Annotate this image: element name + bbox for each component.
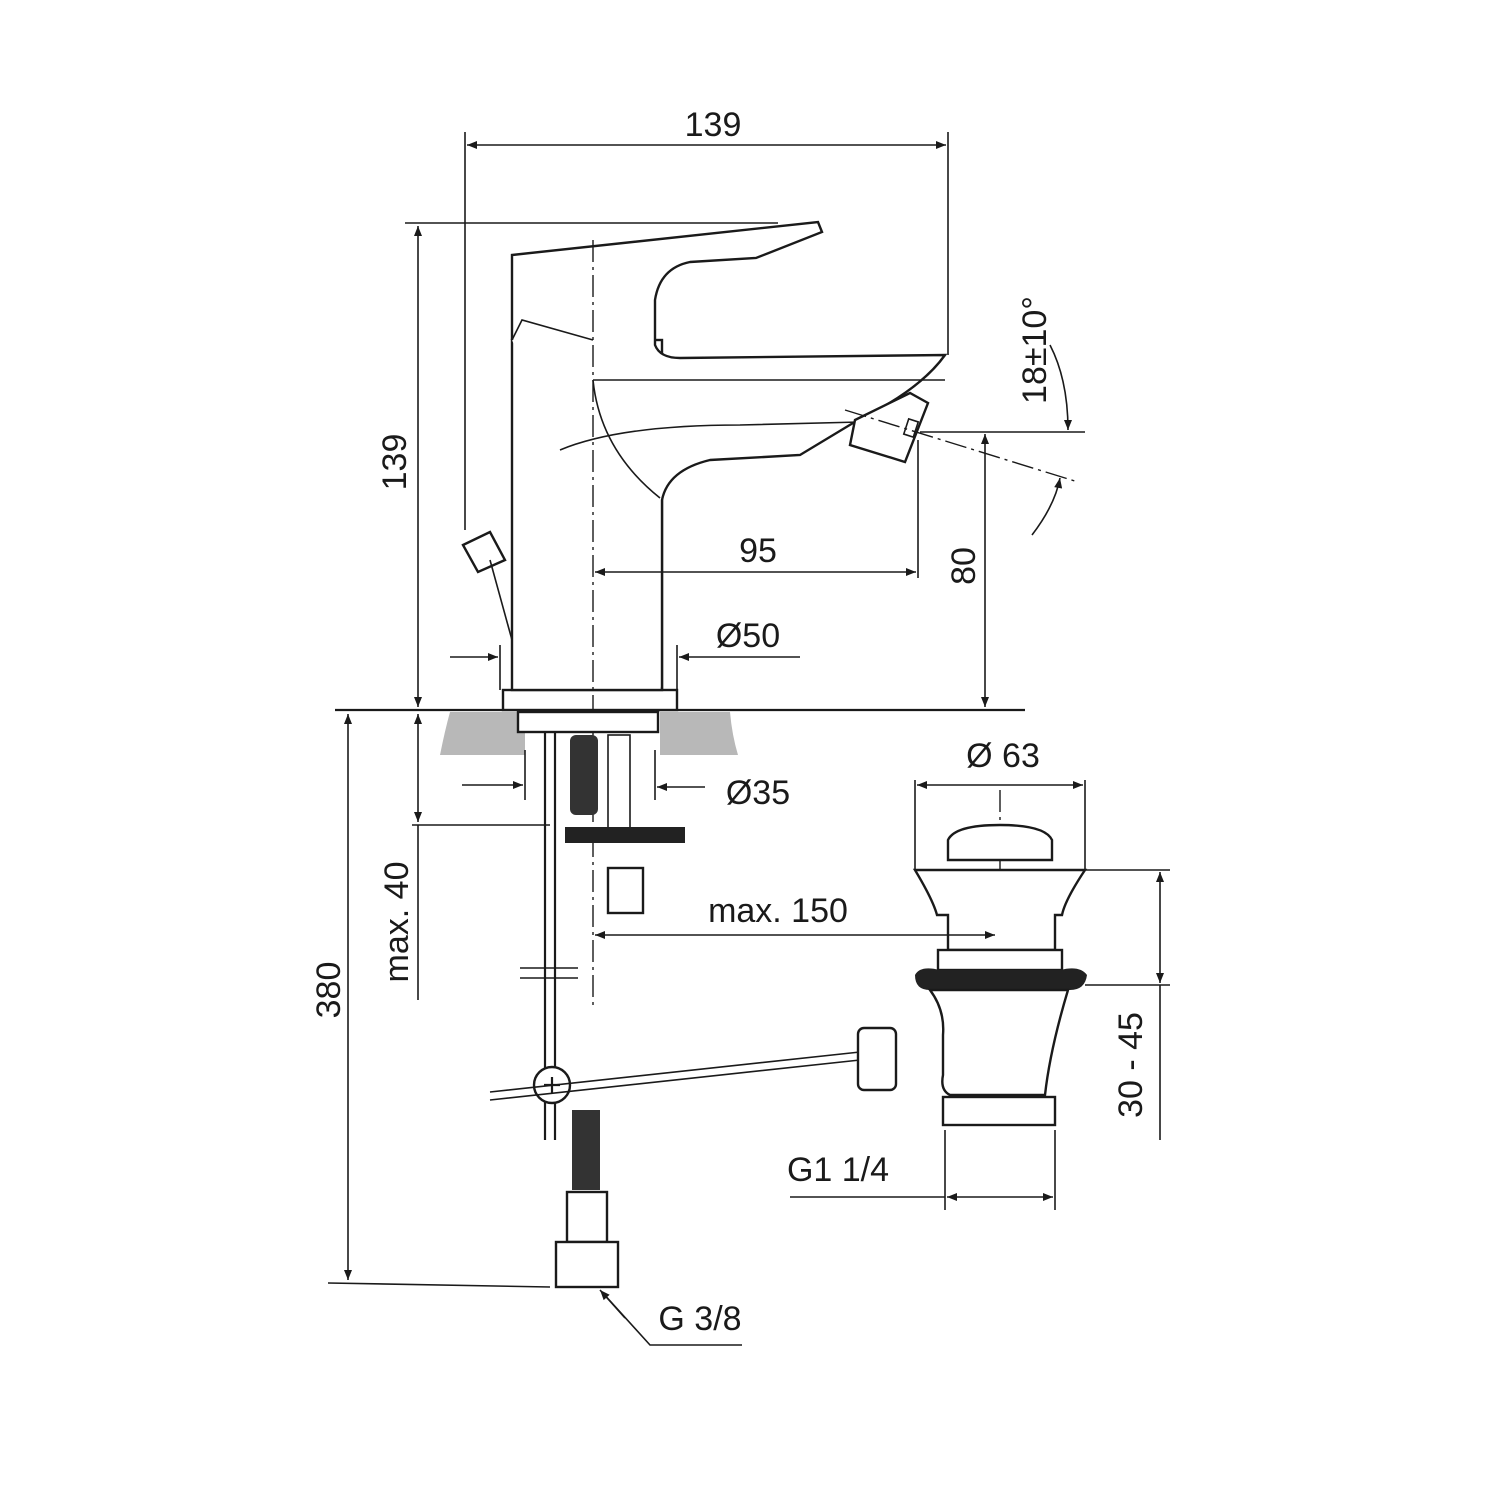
dim-waste-diameter: Ø 63 xyxy=(966,737,1040,775)
dim-spout-angle: 18±10° xyxy=(1016,296,1054,404)
dim-waste-thread: G1 1/4 xyxy=(787,1151,889,1189)
dim-spout-reach: 95 xyxy=(739,532,777,570)
dim-max-deck-thickness: max. 40 xyxy=(378,862,416,983)
dim-overall-height: 139 xyxy=(376,434,414,491)
dim-max-waste-distance: max. 150 xyxy=(708,892,848,930)
countertop-section xyxy=(440,712,738,755)
dim-shank-diameter: Ø35 xyxy=(726,774,790,812)
dim-waste-range: 30 - 45 xyxy=(1112,1012,1150,1118)
mounting-hardware xyxy=(489,710,861,1289)
dim-overall-width: 139 xyxy=(685,106,742,144)
dim-installation-depth: 380 xyxy=(310,962,348,1019)
spout-axis xyxy=(844,409,1079,483)
dim-spout-height: 80 xyxy=(945,547,983,585)
dim-inlet-thread: G 3/8 xyxy=(658,1300,741,1338)
pop-up-waste xyxy=(856,823,1088,1127)
dim-base-diameter: Ø50 xyxy=(716,617,780,655)
dimension-lines xyxy=(327,132,1170,1346)
faucet-body xyxy=(461,220,948,712)
